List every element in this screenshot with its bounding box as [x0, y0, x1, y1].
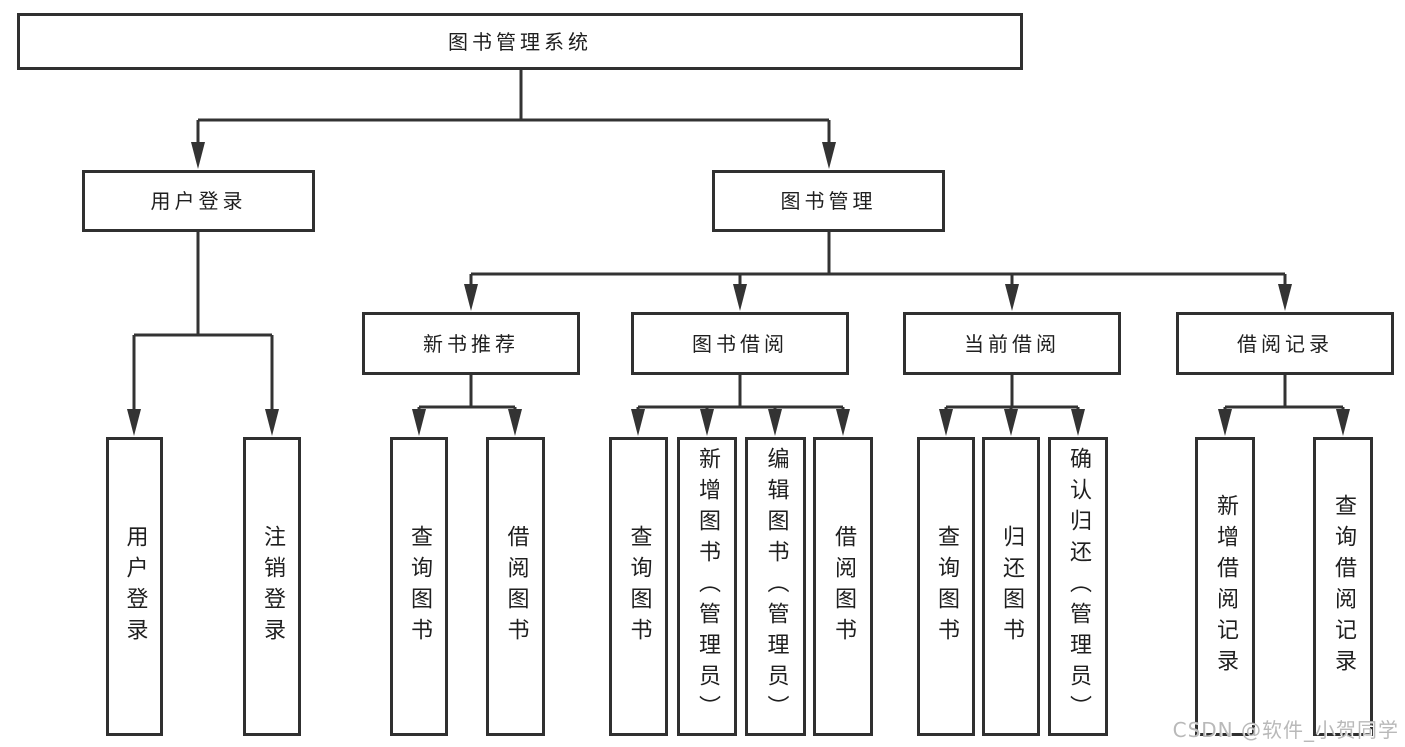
node-book-borrow-label: 图书借阅: [692, 331, 788, 356]
node-current-borrow-label: 当前借阅: [964, 331, 1060, 356]
node-new-book-recommend: 新书推荐: [362, 312, 580, 375]
leaf-logout-label: 注销登录: [260, 524, 285, 649]
leaf-return-book-label: 归还图书: [999, 524, 1024, 649]
connector-bookmgmt-to-level3: [464, 232, 1292, 311]
leaf-logout: 注销登录: [243, 437, 301, 736]
leaf-add-borrow-record: 新增借阅记录: [1195, 437, 1255, 736]
leaf-query-borrow-record-label: 查询借阅记录: [1331, 493, 1356, 680]
connector-current-to-leaves: [939, 375, 1085, 436]
node-user-login: 用户登录: [82, 170, 315, 232]
leaf-borrow-query-book: 查询图书: [609, 437, 668, 736]
node-borrow-record: 借阅记录: [1176, 312, 1394, 375]
node-root-system-label: 图书管理系统: [448, 29, 592, 54]
leaf-recommend-borrow-book-label: 借阅图书: [503, 524, 529, 649]
connector-borrow-to-leaves: [631, 375, 850, 436]
leaf-query-borrow-record: 查询借阅记录: [1313, 437, 1373, 736]
node-book-borrow: 图书借阅: [631, 312, 849, 375]
leaf-borrow-book-label: 借阅图书: [831, 524, 856, 649]
node-book-management-label: 图书管理: [780, 189, 877, 213]
node-root-system: 图书管理系统: [17, 13, 1023, 70]
leaf-user-login: 用户登录: [106, 437, 163, 736]
node-book-management: 图书管理: [712, 170, 945, 232]
leaf-confirm-return-admin: 确认归还（管理员）: [1048, 437, 1108, 736]
leaf-recommend-borrow-book: 借阅图书: [486, 437, 545, 736]
leaf-add-borrow-record-label: 新增借阅记录: [1213, 493, 1238, 680]
connector-recommend-to-leaves: [412, 375, 522, 436]
node-new-book-recommend-label: 新书推荐: [423, 331, 519, 356]
connector-record-to-leaves: [1218, 375, 1350, 436]
node-borrow-record-label: 借阅记录: [1237, 331, 1333, 356]
leaf-add-book-admin-label: 新增图书（管理员）: [695, 447, 720, 726]
csdn-watermark: CSDN @软件_小贺同学: [1172, 718, 1399, 742]
node-current-borrow: 当前借阅: [903, 312, 1121, 375]
node-user-login-label: 用户登录: [150, 189, 247, 213]
leaf-confirm-return-admin-label: 确认归还（管理员）: [1066, 447, 1091, 726]
leaf-edit-book-admin-label: 编辑图书（管理员）: [763, 447, 789, 726]
connector-root-to-level2: [191, 69, 836, 169]
connector-login-to-leaves: [127, 232, 279, 436]
leaf-user-login-label: 用户登录: [122, 524, 148, 649]
leaf-current-query-book: 查询图书: [917, 437, 975, 736]
leaf-edit-book-admin: 编辑图书（管理员）: [745, 437, 806, 736]
leaf-recommend-query-book-label: 查询图书: [407, 524, 432, 649]
leaf-borrow-query-book-label: 查询图书: [626, 524, 652, 649]
leaf-borrow-book: 借阅图书: [813, 437, 873, 736]
leaf-return-book: 归还图书: [982, 437, 1040, 736]
leaf-recommend-query-book: 查询图书: [390, 437, 448, 736]
leaf-current-query-book-label: 查询图书: [934, 524, 959, 649]
leaf-add-book-admin: 新增图书（管理员）: [677, 437, 737, 736]
